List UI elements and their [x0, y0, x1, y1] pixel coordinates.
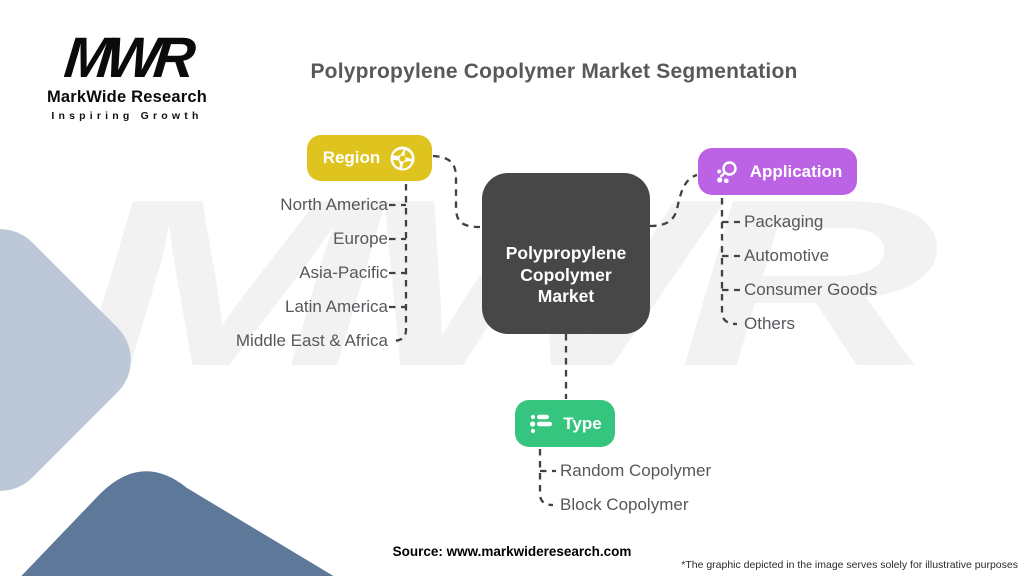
- center-node-line: Polypropylene: [505, 243, 627, 264]
- logo-name: MarkWide Research: [46, 88, 208, 106]
- list-icon: [528, 410, 554, 438]
- connector-region-to-center: [432, 154, 481, 229]
- application-branch-line: [720, 198, 738, 326]
- region-badge-label: Region: [322, 148, 381, 167]
- region-item: Europe: [333, 229, 388, 248]
- source-text: Source: www.markwideresearch.com: [392, 544, 632, 559]
- application-badge: Application: [698, 148, 857, 195]
- region-item: Asia-Pacific: [299, 263, 388, 282]
- type-badge-label: Type: [563, 413, 602, 433]
- connector-center-to-application: [649, 173, 698, 228]
- disclaimer-text: *The graphic depicted in the image serve…: [681, 559, 1018, 571]
- type-item: Random Copolymer: [560, 461, 712, 480]
- center-node-line: Copolymer: [520, 264, 612, 285]
- application-badge-label: Application: [749, 161, 843, 181]
- center-node-market: Polypropylene Copolymer Market: [482, 173, 650, 334]
- logo-tagline: Inspiring Growth: [51, 110, 203, 122]
- page-title: Polypropylene Copolymer Market Segmentat…: [310, 60, 798, 83]
- application-item: Automotive: [744, 246, 830, 265]
- region-item: North America: [280, 195, 388, 214]
- type-item: Block Copolymer: [560, 495, 689, 514]
- region-item: Latin America: [285, 297, 388, 316]
- application-item: Others: [744, 314, 796, 333]
- application-item: Packaging: [744, 212, 824, 231]
- region-branch-line: [390, 184, 408, 343]
- application-item: Consumer Goods: [744, 280, 878, 299]
- region-item: Middle East & Africa: [235, 331, 388, 350]
- type-branch-line: [538, 449, 554, 507]
- globe-icon: [389, 145, 416, 172]
- region-badge: Region: [307, 135, 432, 181]
- logo-mark: MWR: [61, 26, 193, 90]
- type-badge: Type: [515, 400, 615, 447]
- markwide-logo: MWR MarkWide Research Inspiring Growth: [32, 26, 222, 122]
- search-icon: [713, 158, 741, 186]
- center-node-line: Market: [537, 286, 595, 307]
